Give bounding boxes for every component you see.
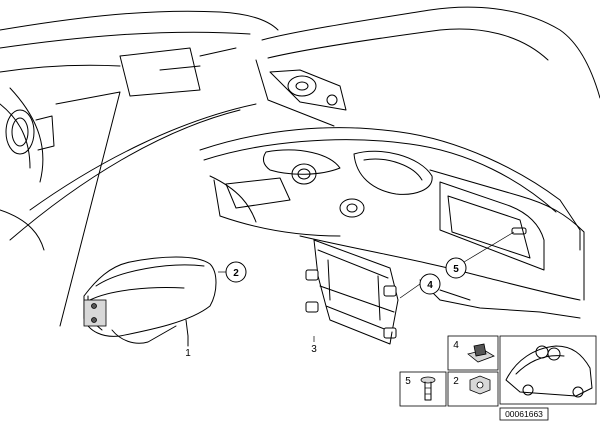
part-3-label: 3 [311, 344, 317, 355]
dashboard-outline [0, 10, 279, 327]
legend-5-num: 5 [405, 376, 411, 387]
callout-2-label: 2 [233, 268, 239, 279]
image-code-box: 00061663 [499, 407, 549, 421]
callout-2: 2 [225, 261, 247, 283]
callout-5-label: 5 [453, 264, 459, 275]
legend-box-4: 4 [447, 335, 499, 371]
glovebox-panel [199, 6, 600, 319]
leader-lines [187, 231, 515, 344]
callout-4: 4 [419, 273, 441, 295]
part-3-bracket [305, 239, 399, 345]
legend-box-2: 2 [447, 371, 499, 407]
legend-4-num: 4 [453, 340, 459, 351]
part-1-label: 1 [185, 348, 191, 359]
legend-box-5: 5 [399, 371, 447, 407]
legend-box-car [499, 335, 597, 405]
callout-4-label: 4 [427, 280, 433, 291]
callout-5: 5 [445, 257, 467, 279]
legend-2-num: 2 [453, 376, 459, 387]
part-1-airbag-module [83, 256, 217, 347]
image-code: 00061663 [505, 409, 543, 419]
